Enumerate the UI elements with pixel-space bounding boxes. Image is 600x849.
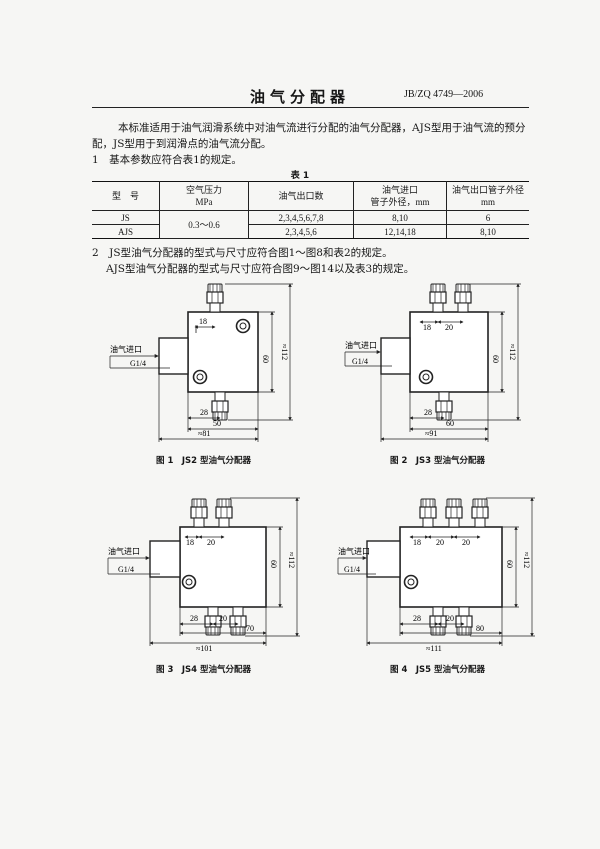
svg-text:20: 20 <box>207 538 215 547</box>
standard-number: JB/ZQ 4749—2006 <box>404 89 484 100</box>
svg-text:20: 20 <box>446 614 454 623</box>
fig4-inlet-label: 油气进口 <box>338 546 370 556</box>
svg-text:60: 60 <box>491 355 500 363</box>
intro-line-1: 本标准适用于油气润滑系统中对油气流进行分配的油气分配器，AJS型用于油气流的预分 <box>118 122 526 134</box>
svg-text:20: 20 <box>462 538 470 547</box>
svg-text:20: 20 <box>436 538 444 547</box>
cell-model: AJS <box>92 224 160 239</box>
fig3-thread-label: G1/4 <box>118 565 134 574</box>
fig1-thread-label: G1/4 <box>130 359 146 368</box>
svg-text:28: 28 <box>413 614 421 623</box>
section-1-text: 1 基本参数应符合表1的规定。 <box>92 154 242 166</box>
svg-text:≈112: ≈112 <box>287 552 296 568</box>
figure-4-caption: 图 4 JS5 型油气分配器 <box>390 665 486 675</box>
svg-text:18: 18 <box>413 538 421 547</box>
fig4-thread-label: G1/4 <box>344 565 360 574</box>
svg-text:60: 60 <box>261 355 270 363</box>
svg-text:18: 18 <box>423 323 431 332</box>
figure-1-drawing: 18 28 50 ≈81 60 ≈112 <box>109 283 293 442</box>
svg-text:60: 60 <box>446 419 454 428</box>
figure-1-caption: 图 1 JS2 型油气分配器 <box>156 456 252 466</box>
fig1-inlet-label: 油气进口 <box>110 344 142 354</box>
section-2-line-2: AJS型油气分配器的型式与尺寸应符合图9～图14以及表3的规定。 <box>106 263 415 275</box>
table-row: JS 0.3～0.6 2,3,4,5,6,7,8 8,10 6 <box>92 210 529 239</box>
svg-text:60: 60 <box>269 560 278 568</box>
figure-3-drawing: 18 20 28 20 70 ≈101 60 ≈112 <box>107 497 300 653</box>
figure-2-drawing: 18 20 28 60 ≈91 60 ≈112 <box>344 283 521 442</box>
svg-text:28: 28 <box>190 614 198 623</box>
header-rule <box>92 107 529 108</box>
cell-pressure: 0.3～0.6 <box>159 210 249 239</box>
svg-text:28: 28 <box>424 408 432 417</box>
svg-text:≈112: ≈112 <box>522 552 531 568</box>
fig3-inlet-label: 油气进口 <box>108 546 140 556</box>
figure-4-drawing: 18 20 20 28 20 80 ≈111 60 ≈112 <box>337 497 535 653</box>
svg-text:60: 60 <box>505 560 514 568</box>
svg-text:70: 70 <box>246 624 254 633</box>
svg-text:≈101: ≈101 <box>196 644 212 653</box>
svg-text:18: 18 <box>199 317 207 326</box>
table-1-caption: 表 1 <box>290 171 310 181</box>
figure-2-caption: 图 2 JS3 型油气分配器 <box>390 456 486 466</box>
svg-text:28: 28 <box>200 408 208 417</box>
intro-line-2: 配，JS型用于到润滑点的油气流分配。 <box>92 138 272 150</box>
table-row: AJS 2,3,4,5,6 12,14,18 8,10 <box>92 224 529 239</box>
figure-3-caption: 图 3 JS4 型油气分配器 <box>156 665 252 675</box>
cell-inlet-od: 12,14,18 <box>353 224 447 239</box>
svg-text:≈111: ≈111 <box>426 644 442 653</box>
cell-outlet-od: 8,10 <box>446 224 529 239</box>
svg-text:80: 80 <box>476 624 484 633</box>
svg-text:≈91: ≈91 <box>425 429 437 438</box>
document-title: 油气分配器 <box>249 88 350 106</box>
svg-text:≈81: ≈81 <box>198 429 210 438</box>
svg-text:50: 50 <box>213 419 221 428</box>
svg-text:20: 20 <box>219 614 227 623</box>
svg-text:≈112: ≈112 <box>508 344 517 360</box>
svg-text:18: 18 <box>186 538 194 547</box>
svg-text:20: 20 <box>445 323 453 332</box>
fig2-thread-label: G1/4 <box>352 357 368 366</box>
section-2-line-1: 2 JS型油气分配器的型式与尺寸应符合图1～图8和表2的规定。 <box>92 247 393 259</box>
svg-text:≈112: ≈112 <box>280 344 289 360</box>
fig2-inlet-label: 油气进口 <box>345 340 377 350</box>
